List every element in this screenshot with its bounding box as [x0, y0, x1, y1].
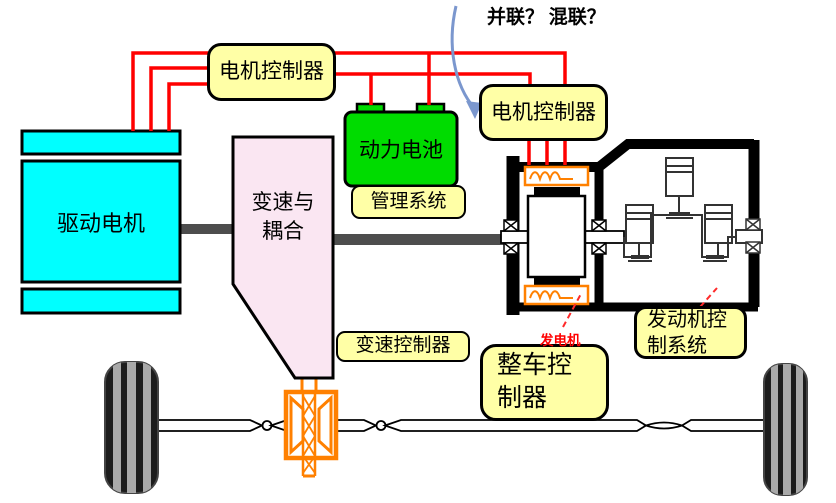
motor-controller-left-label: 电机控制器 [207, 43, 336, 101]
callout-lines [562, 287, 718, 328]
management-system-label: 管理系统 [351, 185, 466, 219]
drive-motor-label: 驱动电机 [56, 210, 145, 236]
motor-controller-right-label: 电机控制器 [479, 84, 608, 141]
drive-shafts [178, 224, 508, 245]
engine-internals [623, 157, 763, 262]
transmission-controller-label: 变速控制器 [336, 331, 470, 362]
winding-bottom [523, 284, 590, 306]
engine-control-system-label: 发动机控 制系统 [634, 306, 747, 359]
transmission-coupling-label: 变速与 耦合 [251, 190, 315, 244]
differential-gear [283, 379, 339, 478]
wheel-right [763, 363, 808, 496]
bearings [503, 219, 607, 255]
generator-assembly [500, 165, 625, 306]
drive-motor-box [20, 129, 182, 315]
winding-top [523, 165, 590, 187]
battery-box [343, 102, 459, 188]
generator-label: 发电机 [540, 333, 581, 348]
hv-wires [131, 51, 567, 165]
rear-axle [156, 418, 765, 433]
wheel-left [104, 361, 159, 494]
vehicle-controller-label: 整车控 制器 [480, 344, 609, 421]
transmission-shape [231, 135, 335, 380]
parallel-series-question: 并联？ 混联？ [487, 7, 606, 28]
question-arrow [450, 5, 482, 119]
power-battery-label: 动力电池 [359, 138, 443, 162]
